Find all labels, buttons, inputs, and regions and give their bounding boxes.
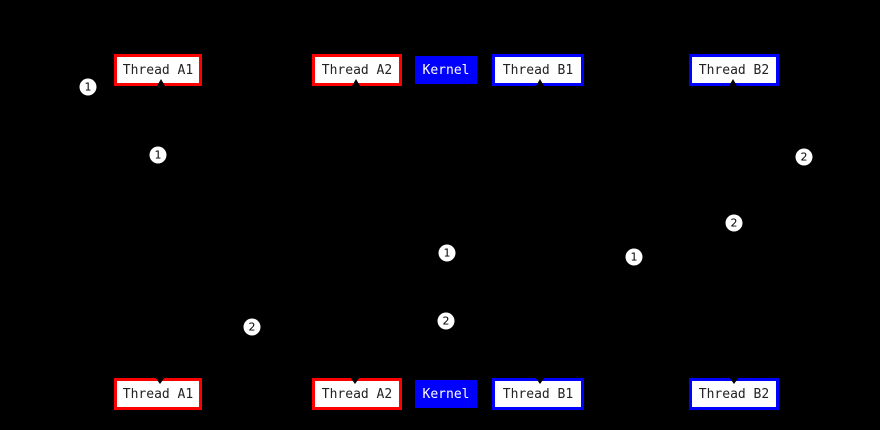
box-label: Thread B1 xyxy=(502,62,574,78)
step-marker-2: 2 xyxy=(437,312,455,330)
step-marker-label: 1 xyxy=(630,250,638,264)
arrowhead-icon xyxy=(535,377,545,384)
step-marker-label: 1 xyxy=(154,148,162,162)
step-marker-label: 1 xyxy=(443,246,451,260)
step-marker-2: 2 xyxy=(243,318,261,336)
box-label: Thread A2 xyxy=(321,62,393,78)
box-label: Kernel xyxy=(422,62,470,78)
step-marker-label: 2 xyxy=(800,150,808,164)
arrowhead-icon xyxy=(350,377,360,384)
box-label: Kernel xyxy=(422,386,470,402)
box-label: Thread A1 xyxy=(122,386,194,402)
box-label: Thread B2 xyxy=(698,62,770,78)
step-marker-1: 1 xyxy=(625,248,643,266)
step-marker-1: 1 xyxy=(438,244,456,262)
connector-stub-icon xyxy=(157,79,165,86)
box-kernel-top: Kernel xyxy=(415,56,477,84)
arrowhead-icon xyxy=(155,377,165,384)
step-marker-1: 1 xyxy=(79,78,97,96)
step-marker-label: 1 xyxy=(84,80,92,94)
step-marker-label: 2 xyxy=(730,216,738,230)
step-marker-1: 1 xyxy=(149,146,167,164)
step-marker-2: 2 xyxy=(725,214,743,232)
box-label: Thread B1 xyxy=(502,386,574,402)
connector-stub-icon xyxy=(729,79,737,86)
box-label: Thread B2 xyxy=(698,386,770,402)
box-label: Thread A1 xyxy=(122,62,194,78)
step-marker-label: 2 xyxy=(442,314,450,328)
connector-stub-icon xyxy=(352,79,360,86)
arrowhead-icon xyxy=(729,377,739,384)
box-kernel-bottom: Kernel xyxy=(415,380,477,408)
connector-stub-icon xyxy=(536,79,544,86)
step-marker-label: 2 xyxy=(248,320,256,334)
box-label: Thread A2 xyxy=(321,386,393,402)
step-marker-2: 2 xyxy=(795,148,813,166)
